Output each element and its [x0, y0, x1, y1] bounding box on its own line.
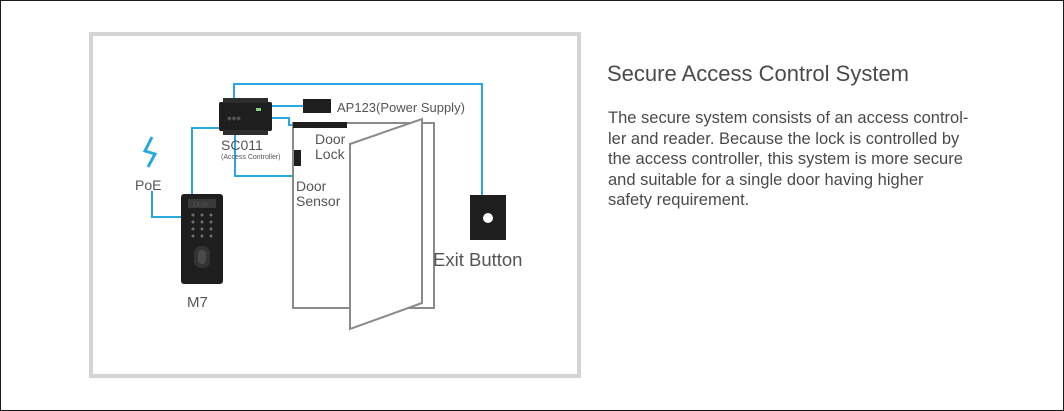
- power-supply: [303, 99, 331, 113]
- page-title: Secure Access Control System: [607, 61, 910, 86]
- reader-m7: 14:00: [181, 194, 223, 284]
- controller-terminals-top: [223, 98, 268, 103]
- description-line: the access controller, this system is mo…: [608, 150, 963, 168]
- reader-label: M7: [187, 294, 208, 311]
- description-line: safety requirement.: [608, 191, 750, 209]
- door-sensor: [294, 150, 301, 166]
- door-lock: [293, 122, 347, 128]
- controller-terminals-bottom: [223, 130, 268, 135]
- reader-screen: [188, 199, 216, 208]
- description-line: and suitable for a single door having hi…: [608, 170, 924, 189]
- door-lock-strike: [293, 122, 347, 128]
- wire-poe-to-reader: [151, 191, 181, 218]
- door: [292, 117, 435, 331]
- description-text: The secure system consists of an access …: [608, 108, 1028, 211]
- controller-indicator: [256, 108, 261, 111]
- poe-label: PoE: [135, 177, 161, 193]
- door-lock-label-line2: Lock: [315, 146, 346, 162]
- push-button-icon: [483, 213, 493, 223]
- power-supply-label: AP123(Power Supply): [337, 100, 465, 115]
- wiring: [151, 83, 483, 218]
- reader-screen-text: 14:00: [193, 203, 209, 209]
- description-line: The secure system consists of an access …: [608, 109, 969, 127]
- door-sensor-label-line2: Sensor: [296, 193, 341, 209]
- controller-sublabel: (Access Controller): [221, 154, 281, 161]
- exit-button-label: Exit Button: [433, 249, 522, 270]
- reader-fingerprint-window: [198, 250, 206, 264]
- wire-controller-to-door-lock: [271, 117, 293, 126]
- lightning-bolt-icon: [142, 136, 158, 168]
- controller-label: SC011: [221, 137, 263, 153]
- controller-logo: ◆◆◆: [227, 116, 241, 122]
- reader-keypad: [191, 213, 213, 238]
- door-lock-label-line1: Door: [315, 131, 346, 147]
- wire-controller-to-exit-button: [233, 83, 483, 195]
- access-controller: ◆◆◆: [219, 98, 272, 135]
- description-line: ler and reader. Because the lock is cont…: [608, 129, 960, 148]
- door-sensor-label-line1: Door: [296, 178, 327, 194]
- diagram-panel: AP123(Power Supply) ◆◆◆ SC011 (Access Co…: [89, 32, 581, 378]
- wire-controller-to-reader: [191, 127, 219, 194]
- door-leaf: [349, 117, 423, 331]
- access-control-diagram: AP123(Power Supply) ◆◆◆ SC011 (Access Co…: [135, 83, 522, 331]
- door-sensor-body: [294, 150, 301, 166]
- reader-body: [181, 194, 223, 284]
- exit-button: [470, 195, 506, 240]
- power-supply-box: [303, 99, 331, 113]
